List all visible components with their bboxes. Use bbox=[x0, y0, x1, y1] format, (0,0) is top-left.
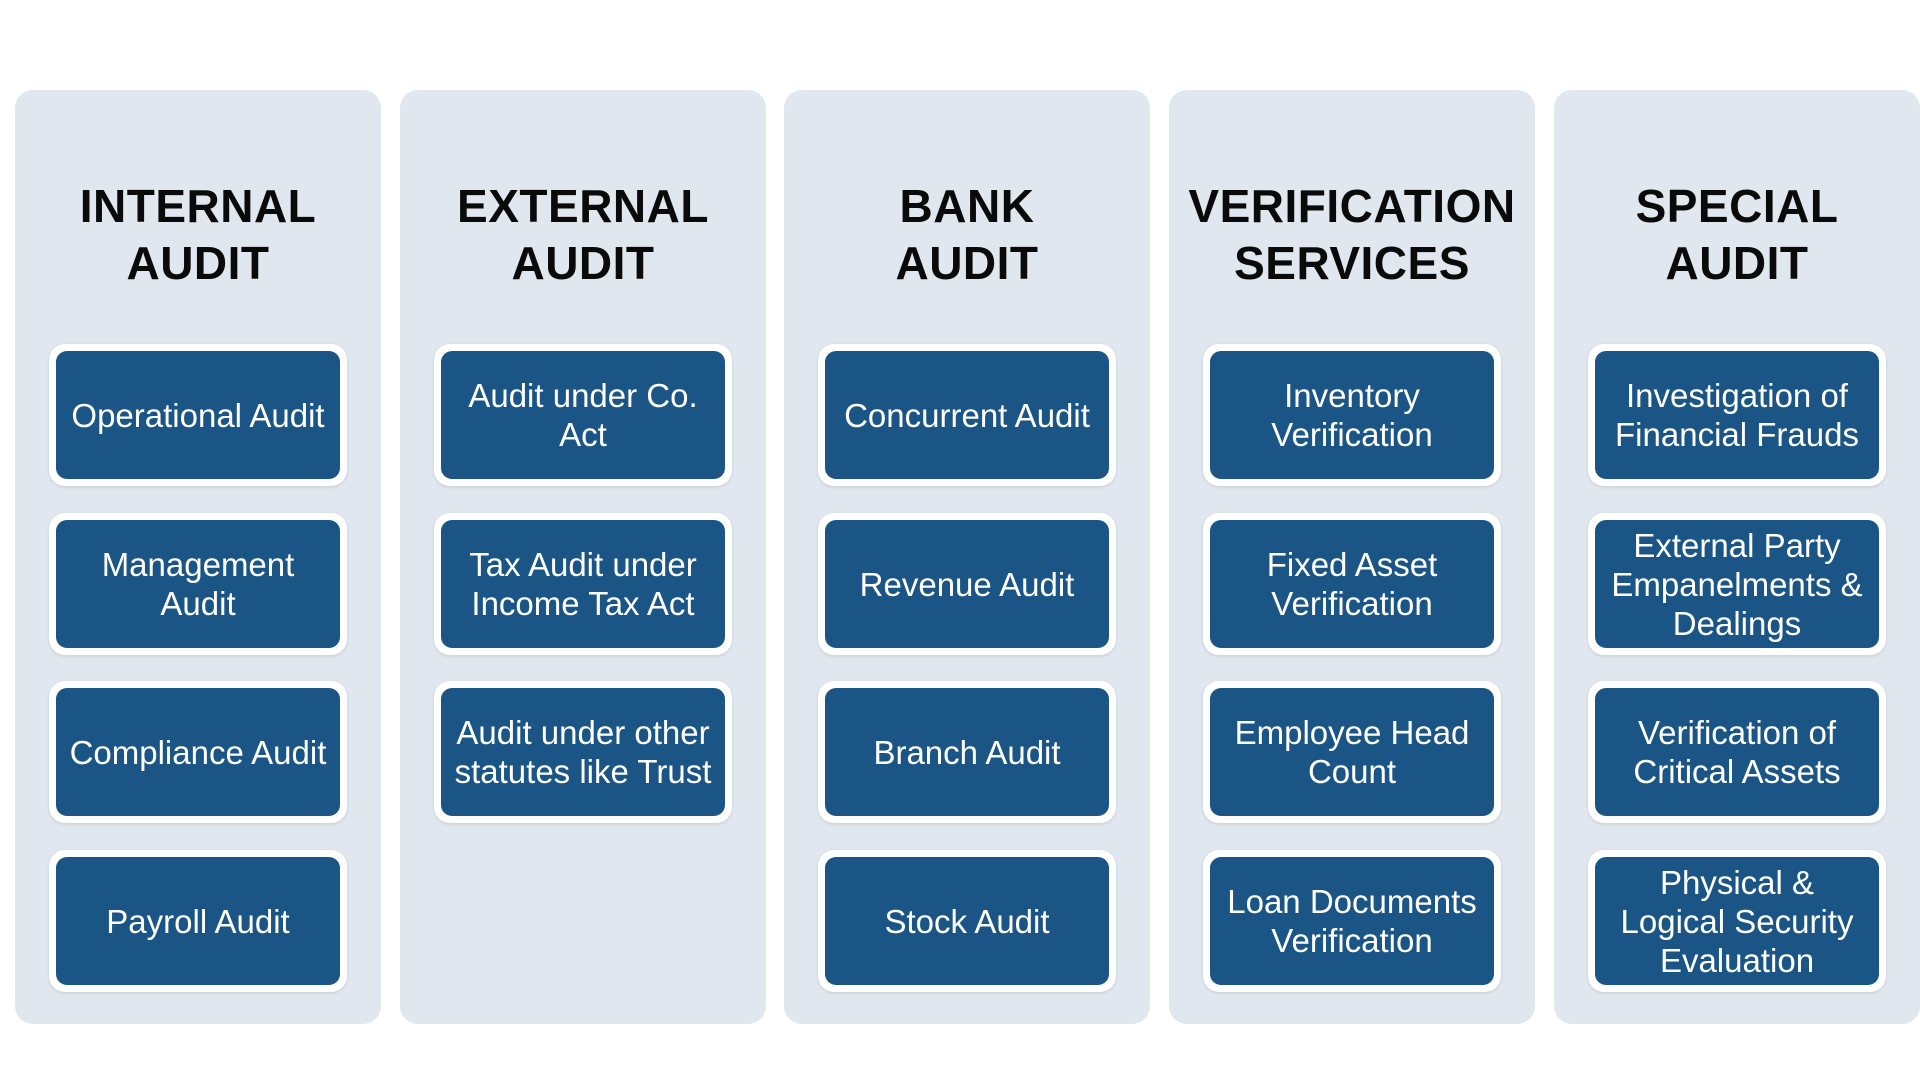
column-verification-services: VERIFICATION SERVICES Inventory Verifica… bbox=[1169, 90, 1535, 1024]
audit-item-concurrent[interactable]: Concurrent Audit bbox=[818, 344, 1116, 486]
audit-item-revenue[interactable]: Revenue Audit bbox=[818, 513, 1116, 655]
item-label: Payroll Audit bbox=[106, 902, 290, 940]
column-title: BANK AUDIT bbox=[895, 180, 1039, 289]
column-title: INTERNAL AUDIT bbox=[79, 180, 317, 289]
column-bank-audit: BANK AUDIT Concurrent Audit Revenue Audi… bbox=[784, 90, 1150, 1024]
item-label: Investigation of Financial Frauds bbox=[1615, 377, 1859, 453]
item-label: Compliance Audit bbox=[69, 733, 327, 771]
column-title: SPECIAL AUDIT bbox=[1635, 180, 1839, 289]
audit-item-fixed-asset-verification[interactable]: Fixed Asset Verification bbox=[1203, 513, 1501, 655]
column-title: EXTERNAL AUDIT bbox=[457, 180, 709, 289]
item-label: Verification of Critical Assets bbox=[1633, 714, 1841, 790]
audit-item-stock[interactable]: Stock Audit bbox=[818, 850, 1116, 992]
audit-item-payroll[interactable]: Payroll Audit bbox=[49, 850, 347, 992]
item-label: Loan Documents Verification bbox=[1227, 883, 1477, 959]
item-label: Management Audit bbox=[101, 546, 295, 622]
column-internal-audit: INTERNAL AUDIT Operational Audit Managem… bbox=[15, 90, 381, 1024]
item-label: Concurrent Audit bbox=[844, 396, 1090, 434]
item-label: Inventory Verification bbox=[1271, 377, 1433, 453]
column-special-audit: SPECIAL AUDIT Investigation of Financial… bbox=[1554, 90, 1920, 1024]
audit-item-inventory-verification[interactable]: Inventory Verification bbox=[1203, 344, 1501, 486]
column-external-audit: EXTERNAL AUDIT Audit under Co. Act Tax A… bbox=[400, 90, 766, 1024]
audit-item-other-statutes[interactable]: Audit under other statutes like Trust bbox=[434, 681, 732, 823]
audit-item-co-act[interactable]: Audit under Co. Act bbox=[434, 344, 732, 486]
item-label: Operational Audit bbox=[71, 396, 325, 434]
audit-item-compliance[interactable]: Compliance Audit bbox=[49, 681, 347, 823]
item-label: Employee Head Count bbox=[1234, 714, 1470, 790]
audit-item-financial-frauds[interactable]: Investigation of Financial Frauds bbox=[1588, 344, 1886, 486]
audit-item-employee-head-count[interactable]: Employee Head Count bbox=[1203, 681, 1501, 823]
audit-item-tax-audit[interactable]: Tax Audit under Income Tax Act bbox=[434, 513, 732, 655]
audit-item-critical-assets[interactable]: Verification of Critical Assets bbox=[1588, 681, 1886, 823]
audit-item-branch[interactable]: Branch Audit bbox=[818, 681, 1116, 823]
item-label: Fixed Asset Verification bbox=[1266, 546, 1438, 622]
item-label: Audit under other statutes like Trust bbox=[454, 714, 712, 790]
audit-item-external-party[interactable]: External Party Empanelments & Dealings bbox=[1588, 513, 1886, 655]
item-label: Audit under Co. Act bbox=[468, 377, 698, 453]
column-title: VERIFICATION SERVICES bbox=[1188, 180, 1516, 289]
audit-item-security-evaluation[interactable]: Physical & Logical Security Evaluation bbox=[1588, 850, 1886, 992]
audit-item-loan-documents[interactable]: Loan Documents Verification bbox=[1203, 850, 1501, 992]
item-label: External Party Empanelments & Dealings bbox=[1611, 526, 1863, 642]
audit-item-operational[interactable]: Operational Audit bbox=[49, 344, 347, 486]
item-label: Stock Audit bbox=[884, 902, 1050, 940]
item-label: Tax Audit under Income Tax Act bbox=[469, 546, 697, 622]
item-label: Revenue Audit bbox=[859, 565, 1075, 603]
audit-item-management[interactable]: Management Audit bbox=[49, 513, 347, 655]
item-label: Physical & Logical Security Evaluation bbox=[1620, 863, 1854, 979]
item-label: Branch Audit bbox=[873, 733, 1061, 771]
